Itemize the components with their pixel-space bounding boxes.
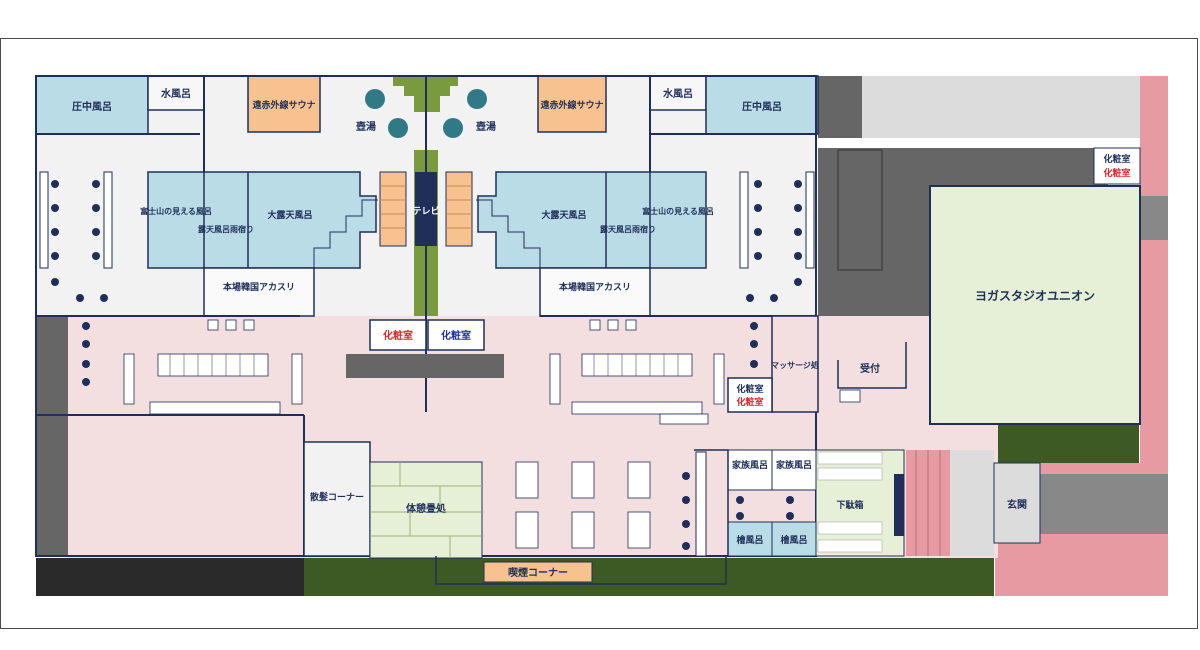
studio-label: ヨガスタジオユニオン <box>975 288 1095 303</box>
jar-bath-4 <box>443 118 463 138</box>
family-bath-2-label: 家族風呂 <box>776 459 812 471</box>
dark-cells <box>837 149 883 271</box>
black-strip <box>36 558 304 596</box>
family-bath-1-room <box>727 449 773 491</box>
massage-corner-label: マッサージ処 <box>771 360 820 370</box>
lounger-left <box>379 171 407 247</box>
sauna-right-room <box>537 75 607 133</box>
jar-bath-1 <box>365 89 385 109</box>
reception-label: 受付 <box>860 362 880 375</box>
fuji-left-label: 富士山の見える風呂 <box>140 206 212 216</box>
reception-box <box>839 389 861 403</box>
family-bath-1-label: 家族風呂 <box>732 459 768 471</box>
lockers-right <box>549 319 725 425</box>
shoe-dark <box>894 474 904 536</box>
massage-corner-room <box>771 315 819 413</box>
walls <box>35 75 817 557</box>
pressure-bath-left-label: 圧中風呂 <box>72 100 112 113</box>
grey-tile-bottom <box>1040 474 1168 534</box>
shoe-shelves <box>817 451 883 553</box>
powder-top-right-box <box>1093 147 1141 185</box>
jar-bath-right-label: 壺湯 <box>476 120 496 133</box>
pressure-bath-right-label: 圧中風呂 <box>742 100 782 113</box>
fuji-right-label: 富士山の見える風呂 <box>642 206 714 216</box>
private-bath-2-room <box>771 521 817 557</box>
hair-corner-label: 散髪コーナー <box>310 491 364 503</box>
smoking-outline <box>435 556 727 585</box>
big-bath-right-pool <box>477 171 707 269</box>
jar-bath-3 <box>467 89 487 109</box>
shoe-box-label: 下駄箱 <box>836 499 863 511</box>
shower-bar-left-1 <box>39 171 49 269</box>
far-sauna-right-label: 遠赤外線サウナ <box>540 99 603 111</box>
shower-bar-right-1 <box>739 171 749 269</box>
green-strip-right <box>995 425 1139 463</box>
cold-bath-right-label: 水風呂 <box>662 87 693 100</box>
grey-tile-right <box>1140 196 1168 240</box>
powder-small-1-label: 化粧室 <box>736 383 763 395</box>
private-bath-1-label: 檜風呂 <box>736 534 763 546</box>
big-bath-left-label: 大露天風呂 <box>267 209 312 221</box>
cold-bath-left-label: 水風呂 <box>160 87 191 100</box>
powder-top-right-1-label: 化粧室 <box>1103 153 1130 165</box>
center-counter <box>346 354 504 378</box>
tatami-room <box>369 461 483 559</box>
locker-grid <box>169 354 679 376</box>
entrance-label: 玄関 <box>1007 498 1027 511</box>
family-bath-2-room <box>771 449 817 491</box>
shower-bar-left-2 <box>103 171 113 269</box>
tv-box <box>415 172 437 246</box>
lockers-left <box>123 319 303 415</box>
powder-top-right-2-label: 化粧室 <box>1103 167 1130 179</box>
studio-room <box>929 185 1141 425</box>
reception-counter <box>837 342 907 389</box>
green-strip-bottom <box>304 558 994 596</box>
entrance-room <box>993 462 1041 544</box>
massage-left-room <box>203 267 315 317</box>
tv-label: テレビ <box>412 205 439 217</box>
top-right-grey-lot <box>858 76 1140 138</box>
steps-right <box>476 199 541 268</box>
mat-lines <box>915 450 941 556</box>
jar-bath-left-label: 壺湯 <box>356 120 376 133</box>
lobby-tables <box>515 461 651 549</box>
powder-women-box <box>369 319 427 351</box>
lounger-right <box>445 171 473 247</box>
powder-women-label: 化粧室 <box>383 329 413 342</box>
far-sauna-left-label: 遠赤外線サウナ <box>252 99 315 111</box>
big-bath-right-label: 大露天風呂 <box>541 209 586 221</box>
rain-right-label: 露天風呂雨宿り <box>600 224 656 234</box>
rain-left-label: 露天風呂雨宿り <box>198 224 254 234</box>
powder-small-box <box>727 377 773 413</box>
lounger-lines <box>380 185 472 229</box>
powder-men-label: 化粧室 <box>441 329 471 342</box>
massage-right-room <box>539 267 651 317</box>
pressure-bath-right-room <box>705 75 819 135</box>
entrance-hall <box>950 450 994 556</box>
hall-wall <box>694 449 729 556</box>
powder-men-box <box>427 319 485 351</box>
smoking-box <box>483 561 593 583</box>
big-bath-left-pool <box>147 171 377 269</box>
hair-corner-room <box>303 441 371 557</box>
hall-pillar <box>695 451 707 557</box>
cold-bath-right-room <box>649 75 707 111</box>
family-bath-dots <box>736 496 794 520</box>
massage-right-label: 本場韓国アカスリ <box>559 281 631 293</box>
tatami-label: 体憩畳処 <box>406 502 447 515</box>
smoking-corner-label: 喫煙コーナー <box>508 566 568 579</box>
tatami-lines <box>370 462 482 558</box>
jar-bath-2 <box>388 118 408 138</box>
private-bath-2-label: 檜風呂 <box>780 534 807 546</box>
shower-dots-left <box>51 180 802 550</box>
top-right-dark <box>818 76 862 138</box>
powder-small-2-label: 化粧室 <box>736 396 763 408</box>
shower-bar-right-2 <box>805 171 815 269</box>
massage-left-label: 本場韓国アカスリ <box>223 281 295 293</box>
